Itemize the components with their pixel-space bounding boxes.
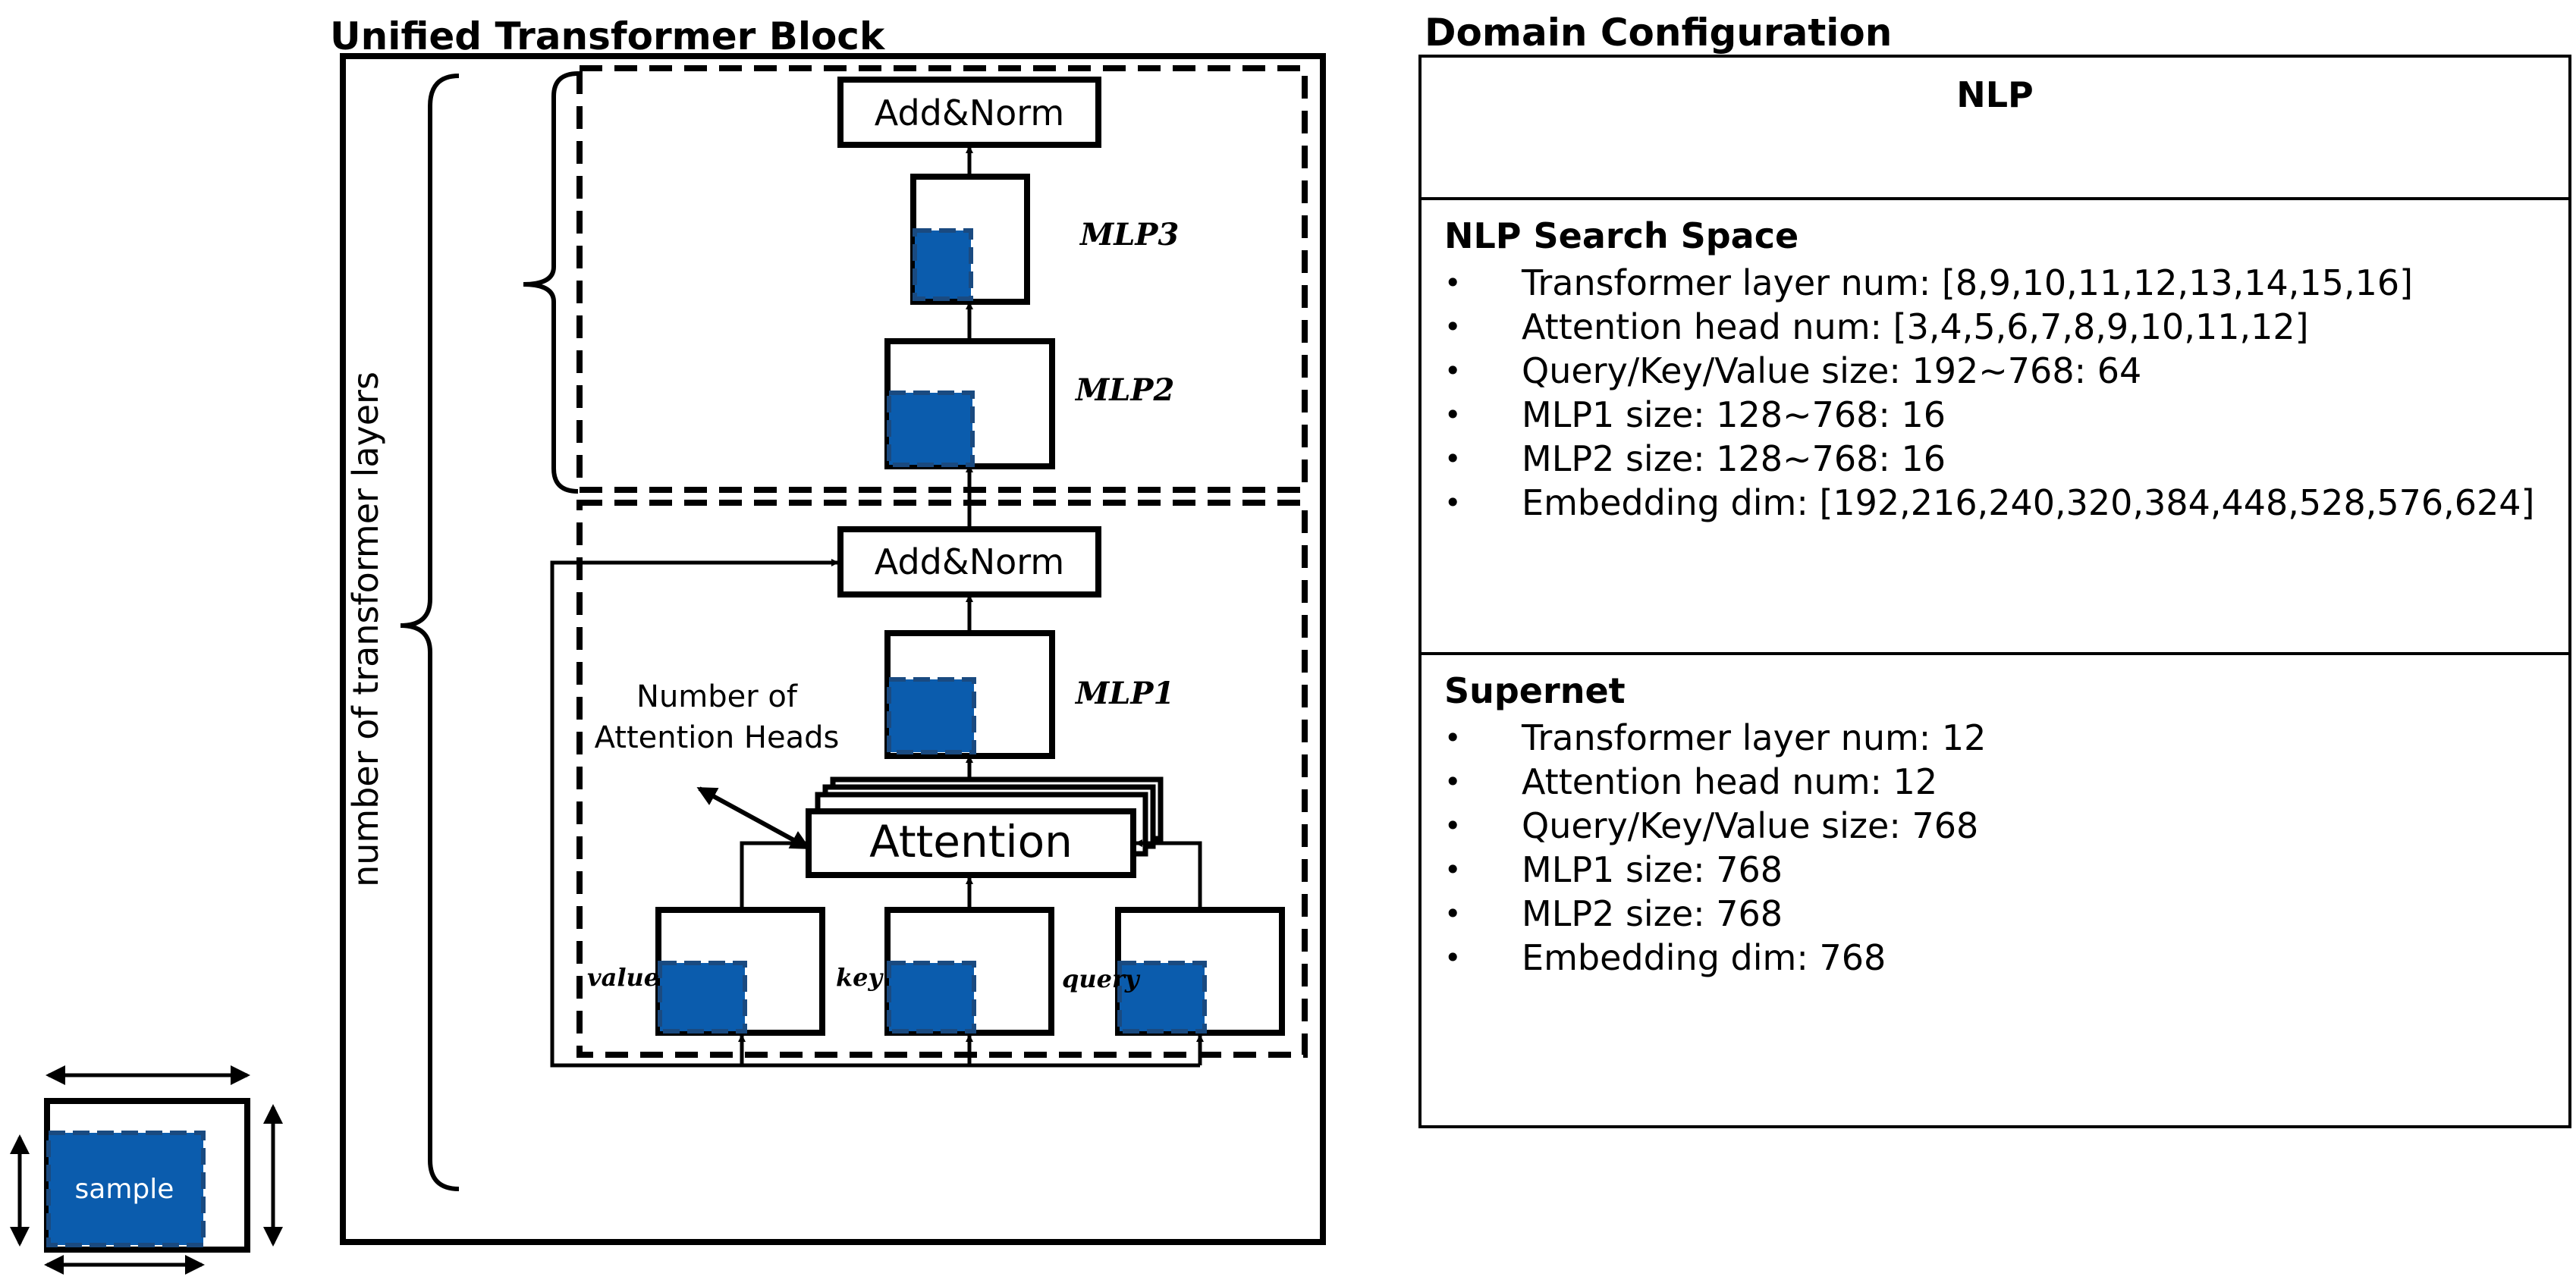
mlp-brace <box>523 71 579 494</box>
list-item: Embedding dim: [192,216,240,320,384,448,… <box>1444 481 2568 525</box>
block-title: Unified Transformer Block <box>330 14 886 58</box>
sample-label: sample <box>75 1174 174 1205</box>
add-norm-bottom-label: Add&Norm <box>875 541 1064 582</box>
mlp1-label: MLP1 <box>1074 676 1174 711</box>
attention-dashed-region <box>576 500 1308 1058</box>
residual-connection <box>550 559 839 1068</box>
heads-label-line1: Number of <box>636 679 798 714</box>
mlp2-fill <box>887 391 975 467</box>
query-label: query <box>1062 964 1141 993</box>
layers-brace <box>400 74 460 1191</box>
list-item: Query/Key/Value size: 768 <box>1444 804 2568 848</box>
domain-title: Domain Configuration <box>1425 11 1893 55</box>
value-label: value <box>587 963 659 992</box>
list-item: Transformer layer num: 12 <box>1444 716 2568 760</box>
list-item: MLP2 size: 768 <box>1444 892 2568 936</box>
value-fill <box>658 961 747 1034</box>
attention-box <box>806 808 1136 878</box>
list-item: Transformer layer num: [8,9,10,11,12,13,… <box>1444 261 2568 305</box>
add-norm-top <box>837 77 1101 148</box>
mlp1-fill <box>887 677 976 754</box>
search-space-list: Transformer layer num: [8,9,10,11,12,13,… <box>1444 261 2568 525</box>
heads-double-arrow <box>696 786 811 850</box>
mlp-dashed-region <box>576 65 1308 493</box>
key-fill <box>887 961 976 1034</box>
query-fill <box>1117 961 1207 1034</box>
list-item: Attention head num: 12 <box>1444 760 2568 804</box>
list-item: Attention head num: [3,4,5,6,7,8,9,10,11… <box>1444 305 2568 349</box>
mlp3-fill <box>913 228 973 301</box>
search-space-title: NLP Search Space <box>1444 215 1799 256</box>
key-label: key <box>836 963 884 992</box>
nlp-header-panel: NLP <box>1418 55 2571 200</box>
list-item: Query/Key/Value size: 192~768: 64 <box>1444 349 2568 393</box>
transformer-block-diagram: Unified Transformer Block number of tran… <box>10 14 1326 1275</box>
heads-label-line2: Attention Heads <box>595 720 840 755</box>
supernet-panel: Supernet Transformer layer num: 12 Atten… <box>1418 652 2571 1128</box>
nlp-header: NLP <box>1956 74 2034 115</box>
list-item: MLP1 size: 128~768: 16 <box>1444 393 2568 437</box>
list-item: MLP1 size: 768 <box>1444 848 2568 892</box>
supernet-list: Transformer layer num: 12 Attention head… <box>1444 716 2568 980</box>
block-frame <box>340 53 1326 1245</box>
sample-fill <box>46 1131 206 1247</box>
layers-label: number of transformer layers <box>345 372 386 887</box>
supernet-title: Supernet <box>1444 670 1626 711</box>
mlp2-label: MLP2 <box>1074 372 1174 408</box>
attention-label: Attention <box>869 816 1073 867</box>
mlp3-label: MLP3 <box>1079 217 1179 252</box>
list-item: MLP2 size: 128~768: 16 <box>1444 437 2568 481</box>
add-norm-top-label: Add&Norm <box>875 93 1064 133</box>
list-item: Embedding dim: 768 <box>1444 936 2568 980</box>
search-space-panel: NLP Search Space Transformer layer num: … <box>1418 197 2571 655</box>
